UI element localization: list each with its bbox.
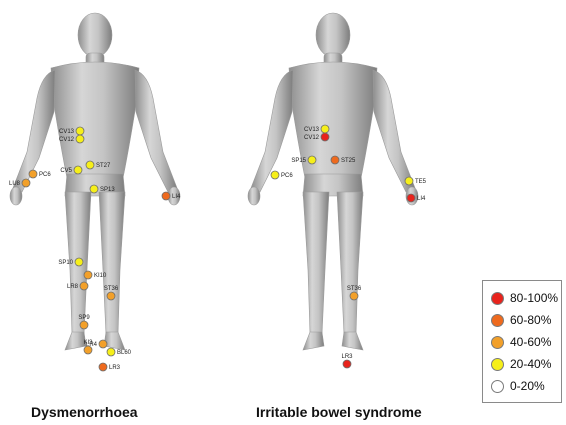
- acupoint-label: CV13: [304, 127, 320, 133]
- acupoint-marker: [74, 166, 82, 174]
- acupoint-label: SP10: [58, 260, 73, 266]
- legend-swatch: [491, 336, 504, 349]
- acupoint-label: PC6: [39, 172, 51, 178]
- acupoint-marker: [350, 292, 358, 300]
- acupoint-label: LR3: [341, 354, 353, 360]
- acupoint-marker: [321, 125, 329, 133]
- acupoint-label: KI10: [94, 273, 107, 279]
- acupoint-marker: [405, 177, 413, 185]
- acupoint-label: PC6: [281, 173, 293, 179]
- acupoint-marker: [321, 133, 329, 141]
- acupoint-label: ST36: [104, 286, 119, 292]
- acupoint-label: CV12: [59, 137, 75, 143]
- legend: 80-100% 60-80% 40-60% 20-40% 0-20%: [482, 280, 562, 403]
- acupoint-marker: [84, 271, 92, 279]
- acupoint-marker: [86, 161, 94, 169]
- acupoint-marker: [22, 179, 30, 187]
- legend-item: 0-20%: [491, 377, 545, 395]
- acupoint-marker: [107, 348, 115, 356]
- legend-swatch: [491, 358, 504, 371]
- acupoint-marker: [99, 340, 107, 348]
- acupoint-label: SP13: [100, 187, 115, 193]
- acupoint-label: SP15: [291, 158, 306, 164]
- acupoint-label: LR3: [109, 365, 121, 371]
- acupoint-label: LR8: [67, 284, 79, 290]
- acupoint-marker: [308, 156, 316, 164]
- acupoint-marker: [84, 346, 92, 354]
- legend-label: 80-100%: [510, 291, 558, 305]
- legend-swatch: [491, 314, 504, 327]
- acupoint-label: CV12: [304, 135, 320, 141]
- acupoint-marker: [80, 321, 88, 329]
- legend-label: 0-20%: [510, 379, 545, 393]
- legend-swatch: [491, 380, 504, 393]
- acupoint-label: CV13: [59, 129, 75, 135]
- acupoint-marker: [343, 360, 351, 368]
- acupoint-label: TE5: [415, 179, 427, 185]
- acupoint-marker: [162, 192, 170, 200]
- acupoint-label: LI4: [172, 194, 181, 200]
- human-body-right: [248, 13, 418, 350]
- acupoint-label: SP9: [78, 315, 90, 321]
- acupoint-marker: [80, 282, 88, 290]
- legend-label: 40-60%: [510, 335, 551, 349]
- legend-label: 20-40%: [510, 357, 551, 371]
- acupoint-marker: [107, 292, 115, 300]
- acupoint-label: ST27: [96, 163, 111, 169]
- human-body-left: [10, 13, 180, 350]
- acupoint-marker: [29, 170, 37, 178]
- acupoint-marker: [90, 185, 98, 193]
- acupoint-label: LU8: [9, 181, 21, 187]
- legend-swatch: [491, 292, 504, 305]
- acupoint-marker: [99, 363, 107, 371]
- acupoint-label: ST36: [347, 286, 362, 292]
- acupoint-marker: [331, 156, 339, 164]
- legend-item: 20-40%: [491, 355, 551, 373]
- legend-label: 60-80%: [510, 313, 551, 327]
- legend-item: 80-100%: [491, 289, 558, 307]
- acupoint-marker: [271, 171, 279, 179]
- figure-title-ibs: Irritable bowel syndrome: [256, 404, 422, 420]
- acupoint-marker: [75, 258, 83, 266]
- figure-title-dysmenorrhoea: Dysmenorrhoea: [31, 404, 138, 420]
- acupoint-marker: [76, 135, 84, 143]
- acupoint-marker: [76, 127, 84, 135]
- legend-item: 60-80%: [491, 311, 551, 329]
- legend-item: 40-60%: [491, 333, 551, 351]
- acupoint-label: CV5: [60, 168, 72, 174]
- acupoint-label: LI4: [417, 196, 426, 202]
- acupoint-label: BL60: [117, 350, 132, 356]
- acupoint-marker: [407, 194, 415, 202]
- acupoint-label: KI3: [83, 340, 93, 346]
- acupoint-label: ST25: [341, 158, 356, 164]
